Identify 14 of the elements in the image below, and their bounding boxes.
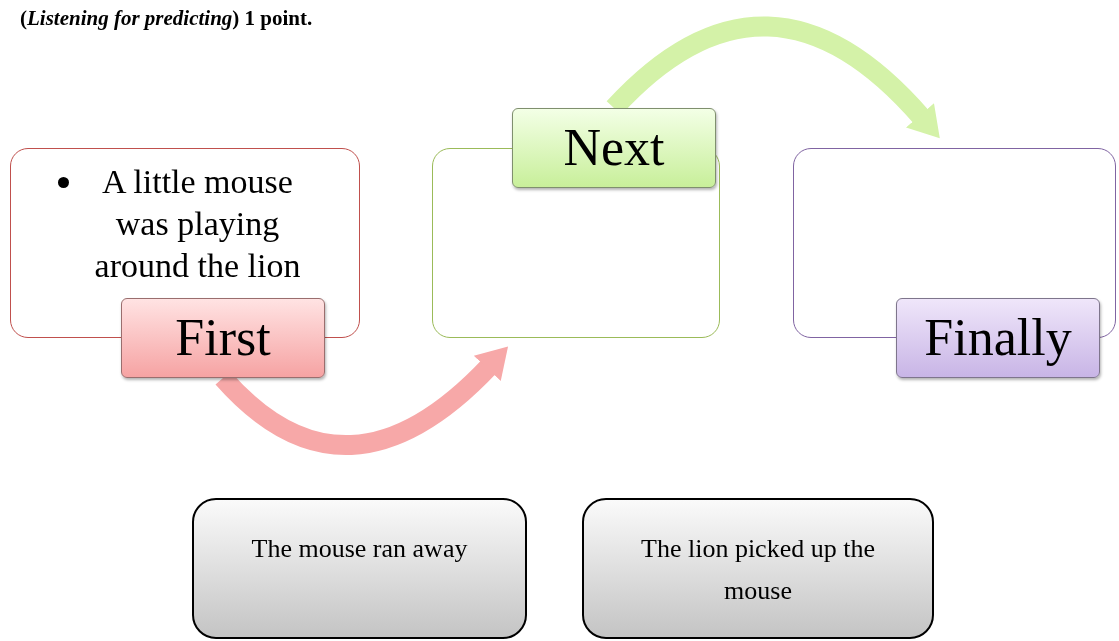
answer-card	[582, 498, 934, 639]
step-tab	[121, 298, 325, 378]
heading: (Listening for predicting) 1 point.	[20, 6, 313, 31]
curved-arrow	[215, 347, 509, 455]
step-label: First	[175, 308, 271, 368]
answer-card	[192, 498, 527, 639]
step-tab	[896, 298, 1100, 378]
curved-arrow	[606, 16, 941, 138]
bullet-text: A little mouse was playing around the lion	[93, 162, 302, 286]
step-tab	[512, 108, 716, 188]
answer-text: The lion picked up the mouse	[640, 533, 876, 607]
answer-text: The mouse ran away	[251, 533, 468, 565]
step-label: Finally	[924, 308, 1072, 368]
step-label: Next	[563, 118, 665, 178]
